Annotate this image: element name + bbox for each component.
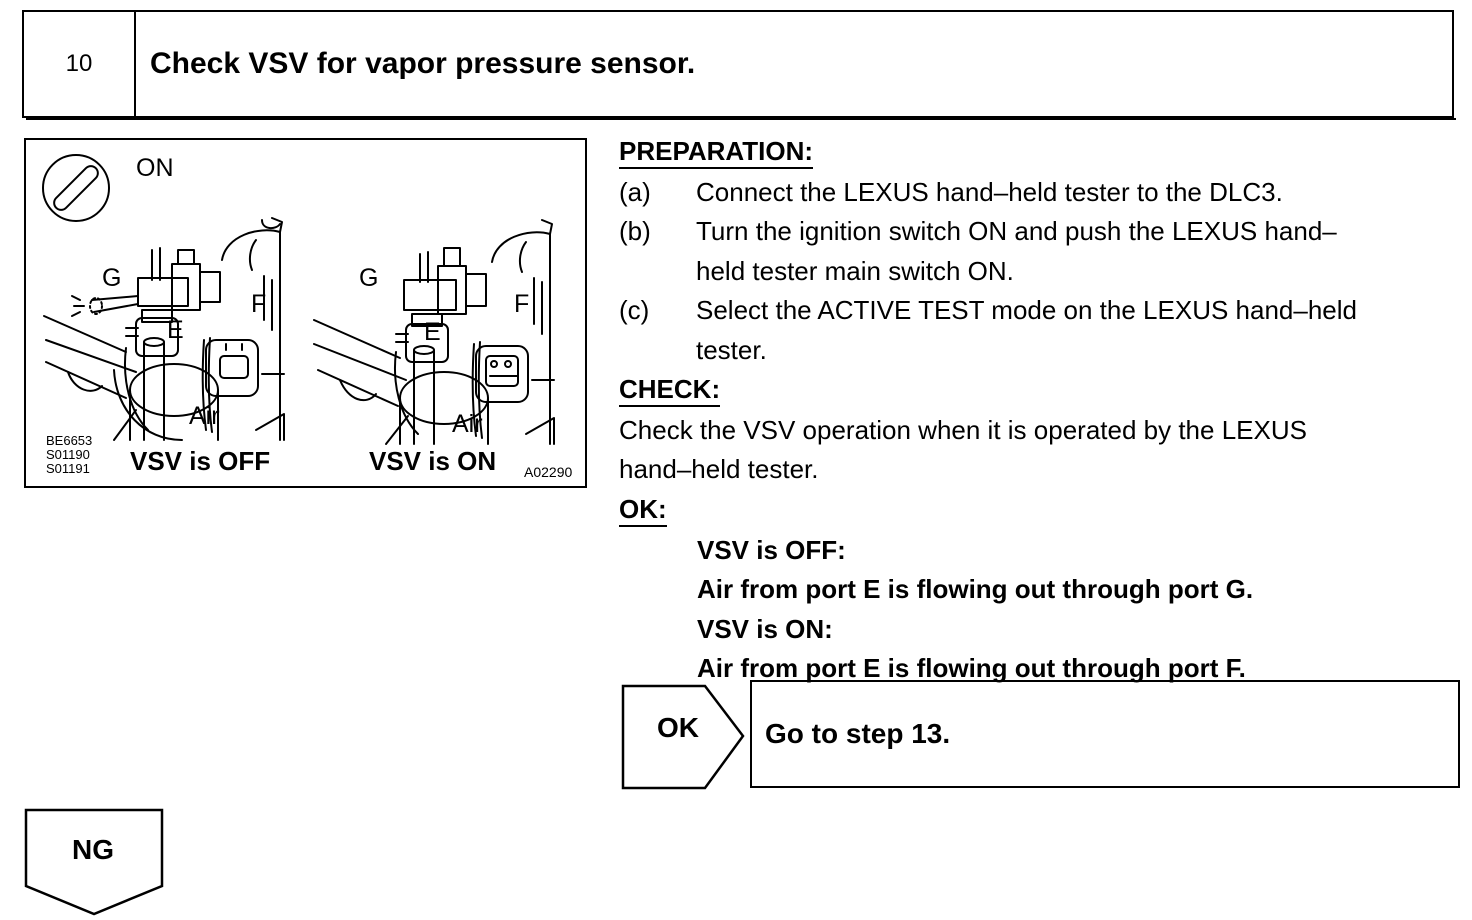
step-number: 10	[24, 12, 136, 116]
step-header: 10 Check VSV for vapor pressure sensor.	[22, 10, 1456, 120]
ok-spec: VSV is OFF: Air from port E is flowing o…	[619, 531, 1459, 689]
vsv-diagram-drawing	[42, 154, 555, 445]
ng-arrow-shape	[24, 808, 164, 916]
ok-spec-line: Air from port E is flowing out through p…	[697, 653, 1246, 684]
step-text: Turn the ignition switch ON and push the…	[696, 216, 1337, 247]
ok-spec-line: Air from port E is flowing out through p…	[697, 574, 1254, 605]
ok-arrow-shape	[621, 684, 745, 790]
ok-branch-label: OK	[657, 712, 699, 743]
port-e-label-on: E	[424, 318, 441, 346]
drawing-code: S01191	[46, 461, 90, 476]
step-text: tester.	[696, 334, 767, 365]
vsv-illustration: ON G E F Air G E F Air BE6653 S01190 S01…	[24, 138, 587, 488]
preparation-step-c: (c) Select the ACTIVE TEST mode on the L…	[619, 291, 1459, 370]
check-text-line: Check the VSV operation when it is opera…	[619, 415, 1307, 446]
air-label-on: Air	[452, 410, 483, 438]
step-text: Select the ACTIVE TEST mode on the LEXUS…	[696, 295, 1357, 326]
check-text: Check the VSV operation when it is opera…	[619, 411, 1459, 490]
step-text: held tester main switch ON.	[696, 255, 1014, 286]
port-e-label-off: E	[167, 316, 184, 344]
ignition-key-icon	[42, 154, 110, 222]
ok-spec-heading: OK:	[619, 493, 667, 527]
figure-code: A02290	[524, 464, 573, 480]
ignition-on-label: ON	[136, 154, 174, 182]
step-tag: (b)	[619, 216, 651, 247]
preparation-heading: PREPARATION:	[619, 135, 814, 169]
check-text-line: hand–held tester.	[619, 454, 819, 485]
vsv-on-sketch	[313, 219, 555, 445]
check-heading: CHECK:	[619, 373, 721, 408]
step-title: Check VSV for vapor pressure sensor.	[150, 47, 696, 80]
caption-vsv-off: VSV is OFF	[130, 446, 271, 476]
procedure-text: PREPARATION: (a) Connect the LEXUS hand–…	[619, 132, 1459, 688]
drawing-code: S01190	[46, 447, 90, 462]
ok-branch-action: Go to step 13.	[750, 680, 1460, 788]
step-text: Connect the LEXUS hand–held tester to th…	[696, 177, 1283, 207]
port-f-label-on: F	[514, 290, 530, 318]
ok-spec-line: VSV is OFF:	[697, 534, 846, 565]
ng-branch-label: NG	[72, 834, 114, 865]
air-label-off: Air	[189, 402, 220, 430]
step-tag: (c)	[619, 295, 650, 326]
caption-vsv-on: VSV is ON	[369, 446, 497, 476]
port-f-label-off: F	[251, 290, 267, 318]
preparation-step-b: (b) Turn the ignition switch ON and push…	[619, 212, 1459, 291]
port-g-label-on: G	[359, 264, 379, 292]
ok-spec-line: VSV is ON:	[697, 613, 833, 644]
vsv-off-sketch	[43, 217, 285, 441]
preparation-step-a: (a) Connect the LEXUS hand–held tester t…	[619, 173, 1459, 212]
port-g-label-off: G	[102, 264, 122, 292]
step-tag: (a)	[619, 177, 651, 207]
drawing-code: BE6653	[46, 433, 93, 448]
